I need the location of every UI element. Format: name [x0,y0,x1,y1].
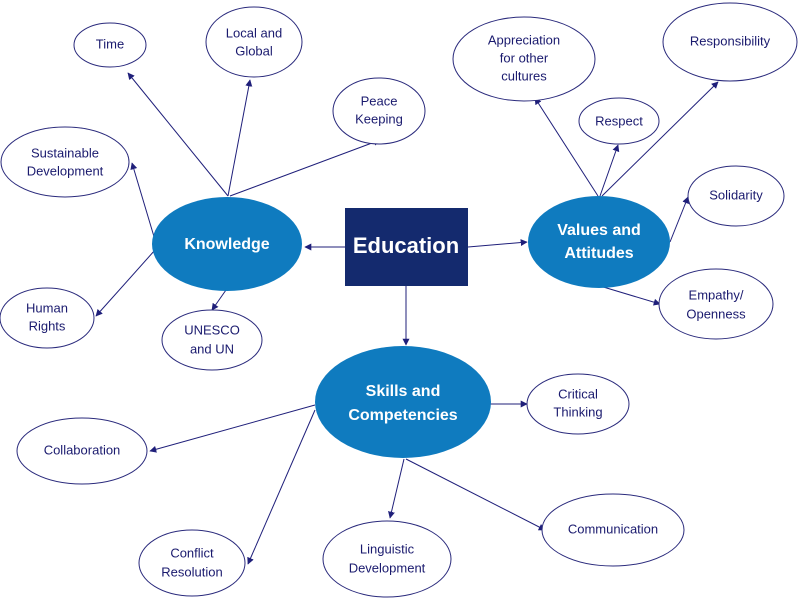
node-collaboration: Collaboration [16,417,148,485]
node-collaboration-label: Collaboration [44,442,121,457]
node-knowledge-label: Knowledge [184,236,269,253]
node-time-label: Time [96,36,124,51]
edge-values-empathy [599,285,661,306]
node-appreciation-label-2: for other [500,50,549,65]
node-human-rights-label-1: Human [26,300,68,315]
edge-values-respect [599,144,620,197]
node-skills-label-2: Competencies [348,407,457,424]
edge-knowledge-human-rights [95,249,156,317]
node-communication-label: Communication [568,521,658,536]
node-critical-label-1: Critical [558,386,598,401]
node-skills-competencies: Skills and Competencies [315,346,491,458]
node-human-rights-label-2: Rights [29,318,66,333]
edge-values-responsibility [601,81,719,197]
node-communication: Communication [541,493,685,567]
node-solidarity: Solidarity [687,165,785,227]
node-education: Education [345,208,468,286]
node-critical-thinking: Critical Thinking [526,373,630,435]
edge-knowledge-peace [229,138,381,197]
node-linguistic-development: Linguistic Development [322,520,452,598]
node-unesco-un: UNESCO and UN [161,309,263,371]
node-appreciation: Appreciation for other cultures [452,16,596,102]
node-appreciation-label-3: cultures [501,68,547,83]
node-education-label: Education [353,233,459,258]
node-time: Time [73,22,147,68]
node-appreciation-label-1: Appreciation [488,32,560,47]
edge-skills-communication [405,458,546,531]
node-critical-label-2: Thinking [553,404,602,419]
edges [95,72,719,565]
node-solidarity-label: Solidarity [709,187,763,202]
edge-values-appreciation [534,97,599,197]
node-respect-label: Respect [595,113,643,128]
node-sustainable-development: Sustainable Development [0,126,130,198]
edge-knowledge-sustainable [130,162,156,241]
node-peace-label-2: Keeping [355,111,403,126]
node-empathy-openness: Empathy/ Openness [658,268,774,340]
node-sustainable-label-2: Development [27,163,104,178]
node-responsibility-label: Responsibility [690,33,771,48]
edge-knowledge-local-global [227,79,253,197]
edge-education-values [467,239,528,248]
node-skills-label-1: Skills and [366,383,441,400]
node-peace-label-1: Peace [361,93,398,108]
edge-values-solidarity [669,196,689,243]
node-empathy-label-1: Empathy/ [689,287,744,302]
node-values-attitudes: Values and Attitudes [528,196,670,288]
node-local-global-label-2: Global [235,43,273,58]
node-unesco-label-1: UNESCO [184,322,240,337]
node-human-rights: Human Rights [0,287,95,349]
node-peace-keeping: Peace Keeping [332,77,426,145]
node-sustainable-label-1: Sustainable [31,145,99,160]
node-conflict-resolution: Conflict Resolution [138,529,246,597]
edge-knowledge-unesco [211,289,227,311]
node-knowledge: Knowledge [152,197,302,291]
node-unesco-label-2: and UN [190,341,234,356]
node-linguistic-label-1: Linguistic [360,541,415,556]
node-respect: Respect [578,97,660,145]
node-empathy-label-2: Openness [686,306,746,321]
node-values-label-1: Values and [557,222,641,239]
node-conflict-label-1: Conflict [170,545,214,560]
edge-skills-conflict [247,409,316,565]
node-conflict-label-2: Resolution [161,564,222,579]
edge-knowledge-time [127,72,229,197]
node-responsibility: Responsibility [662,2,798,82]
edge-skills-linguistic [388,458,405,519]
node-local-global: Local and Global [205,6,303,78]
edge-skills-collaboration [149,404,316,453]
node-values-label-2: Attitudes [564,245,633,262]
node-local-global-label-1: Local and [226,25,282,40]
node-linguistic-label-2: Development [349,560,426,575]
